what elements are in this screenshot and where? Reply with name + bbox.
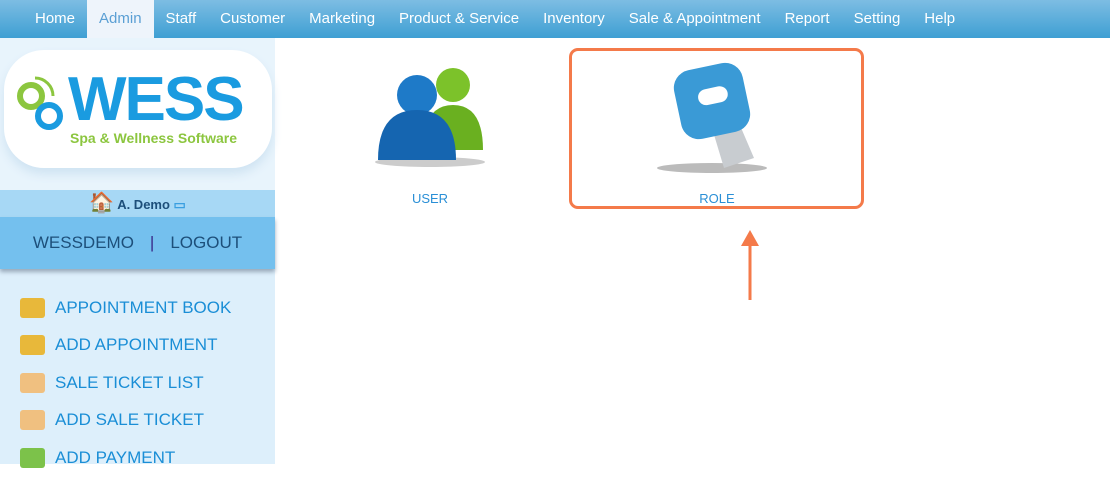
logo-tagline: Spa & Wellness Software xyxy=(70,130,238,146)
menu-label: ADD APPOINTMENT xyxy=(55,335,218,355)
list-icon xyxy=(20,410,45,431)
logo-text: WESS xyxy=(68,65,245,134)
menu-add-appointment[interactable]: ADD APPOINTMENT xyxy=(0,327,275,365)
wess-logo: WESS Spa & Wellness Software xyxy=(0,38,275,190)
user-label: USER xyxy=(411,191,449,206)
menu-label: SALE TICKET LIST xyxy=(55,372,204,392)
nav-inventory[interactable]: Inventory xyxy=(543,10,605,27)
account-link[interactable]: WESSDEMO xyxy=(32,233,134,252)
role-tile[interactable]: ROLE xyxy=(652,58,782,206)
menu-sale-ticket-list[interactable]: SALE TICKET LIST xyxy=(0,364,275,402)
nav-marketing[interactable]: Marketing xyxy=(309,10,376,27)
users-icon xyxy=(375,68,485,167)
nav-home[interactable]: Home xyxy=(35,10,76,27)
key-icon xyxy=(657,62,767,173)
user-bar: 🏠 A. Demo ▭ xyxy=(0,190,275,217)
logout-link[interactable]: LOGOUT xyxy=(170,233,243,252)
menu-label: ADD SALE TICKET xyxy=(55,410,204,430)
nav-sale-appointment[interactable]: Sale & Appointment xyxy=(628,10,761,27)
computer-icon: ▭ xyxy=(173,197,186,212)
menu-label: APPOINTMENT BOOK xyxy=(55,297,232,317)
top-nav: Home Admin Staff Customer Marketing Prod… xyxy=(0,0,1110,38)
menu-label: ADD PAYMENT xyxy=(55,447,176,467)
menu-add-sale-ticket[interactable]: ADD SALE TICKET xyxy=(0,402,275,440)
user-name: A. Demo xyxy=(117,197,170,212)
nav-report[interactable]: Report xyxy=(784,10,830,27)
nav-customer[interactable]: Customer xyxy=(220,10,286,27)
calendar-icon xyxy=(20,297,45,318)
sidebar: WESS Spa & Wellness Software 🏠 A. Demo ▭… xyxy=(0,38,275,468)
nav-help[interactable]: Help xyxy=(924,10,956,27)
user-tile[interactable]: USER xyxy=(365,55,495,206)
role-highlight xyxy=(569,48,864,209)
calendar-icon xyxy=(20,335,45,356)
logo-rings-icon xyxy=(17,76,63,130)
account-links: WESSDEMO | LOGOUT xyxy=(0,217,275,269)
arrow-icon xyxy=(741,230,759,300)
nav-product-service[interactable]: Product & Service xyxy=(399,10,520,27)
menu-add-payment[interactable]: ADD PAYMENT xyxy=(0,439,275,477)
role-label: ROLE xyxy=(699,191,735,206)
nav-staff[interactable]: Staff xyxy=(165,10,197,27)
list-icon xyxy=(20,372,45,393)
money-icon xyxy=(20,447,45,468)
separator: | xyxy=(149,233,155,252)
nav-admin[interactable]: Admin xyxy=(87,0,154,38)
menu-appointment-book[interactable]: APPOINTMENT BOOK xyxy=(0,289,275,327)
nav-setting[interactable]: Setting xyxy=(853,10,901,27)
home-icon: 🏠 xyxy=(89,192,115,214)
